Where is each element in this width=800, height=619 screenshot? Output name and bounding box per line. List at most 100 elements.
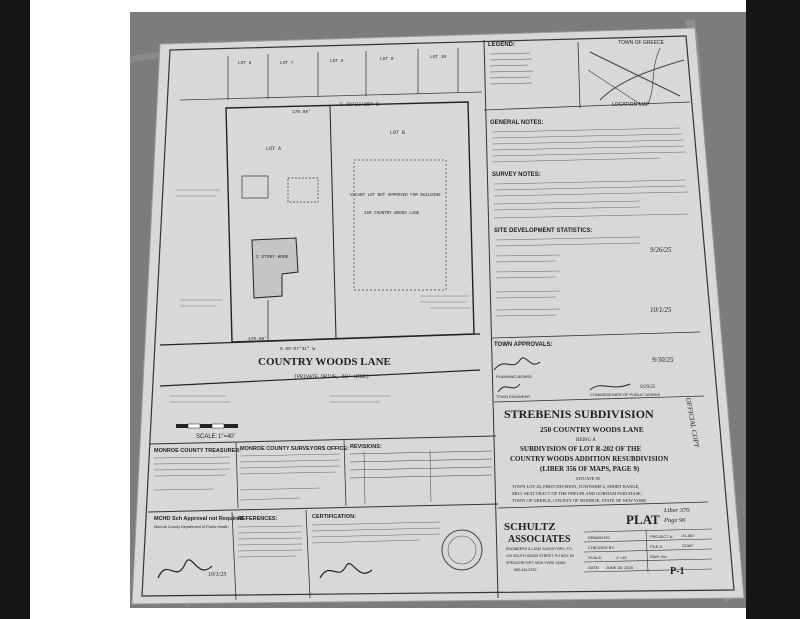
distance-top: 170.00' <box>292 109 311 115</box>
firm-phone: 585-349-3750 <box>514 568 536 572</box>
scale-info-value: 1"=40' <box>616 555 627 560</box>
location-line-2: MILL SEAT TRACT OF THE PHELPS AND GORHAM… <box>512 491 642 497</box>
firm-subtitle: ENGINEERS & LAND SURVEYORS, P.C. <box>506 547 573 551</box>
shed <box>241 175 269 199</box>
health-signature <box>157 559 213 579</box>
file-label: FILE #: <box>650 544 663 549</box>
lane-label: 250 COUNTRY WOODS LANE <box>364 212 420 216</box>
septic-area <box>287 177 319 203</box>
surveyors-office-text <box>239 453 341 501</box>
svg-text:LOT 9: LOT 9 <box>380 56 394 62</box>
project-label: PROJECT #: <box>650 534 673 539</box>
building-envelope <box>353 159 447 291</box>
scale-label: SCALE: <box>196 434 218 440</box>
revisions-table <box>349 449 493 505</box>
revisions-title: REVISIONS: <box>350 444 382 450</box>
adjoining-lots <box>179 48 483 101</box>
svg-text:LOT 10: LOT 10 <box>430 54 447 60</box>
firm-city: SPENCERPORT, NEW YORK 14559 <box>506 561 565 565</box>
town-approvals-title: TOWN APPROVALS: <box>494 342 553 348</box>
firm-name-1: SCHULTZ <box>504 521 556 533</box>
drawn-by-label: DRAWN BY: <box>588 535 610 540</box>
subdivision-address: 250 COUNTRY WOODS LANE <box>540 425 644 434</box>
surveyors-office-title: MONROE COUNTY SURVEYORS OFFICE: <box>240 446 349 452</box>
lot-division-line <box>329 105 337 339</box>
approval-date-2: 10/1/25 <box>650 306 672 314</box>
file-value: 21067 <box>682 543 694 548</box>
bearing-bottom: N 89°07'31" W <box>280 346 315 352</box>
location-map-label: LOCATION MAP <box>612 102 650 108</box>
project-value: 21-067 <box>682 533 695 538</box>
right-column: LEGEND: TOWN OF GREECE LOCATION MAP GENE… <box>483 39 713 599</box>
svg-text:LOT 7: LOT 7 <box>280 60 294 66</box>
subdivision-title: STREBENIS SUBDIVISION <box>504 407 654 421</box>
commissioner-label: COMMISSIONER OF PUBLIC WORKS <box>590 392 661 397</box>
scale-info-label: SCALE: <box>588 555 602 560</box>
location-line-3: TOWN OF GREECE, COUNTY OF MONROE, STATE … <box>512 498 647 504</box>
location-line-1: TOWN LOT 28, FIRST DIVISION, TOWNSHIP 2,… <box>512 484 639 490</box>
date-label: DATE: <box>588 565 599 570</box>
subtitle-line-1: SUBDIVISION OF LOT R-202 OF THE <box>520 445 641 453</box>
signature-engineer <box>497 383 521 393</box>
sheet-info-table <box>583 528 713 573</box>
location-map <box>587 47 685 105</box>
being-a-label: BEING A <box>576 438 596 443</box>
surveyor-signature <box>319 563 373 579</box>
surveyor-seal-inner <box>447 535 477 565</box>
legend-title: LEGEND: <box>488 42 515 48</box>
road-north-line <box>159 333 481 346</box>
health-subtitle: Monroe County Department of Public Healt… <box>154 525 229 529</box>
references-title: REFERENCES: <box>238 516 278 522</box>
lot-b-label: LOT B <box>390 130 405 136</box>
survey-notes-title: SURVEY NOTES: <box>492 172 541 178</box>
subtitle-line-2: COUNTRY WOODS ADDITION RESUBDIVISION <box>510 455 668 463</box>
signature-planning <box>493 357 541 371</box>
survey-notes-text <box>493 179 689 219</box>
approval-date-3: 9/30/25 <box>652 356 674 364</box>
signature-commissioner <box>589 383 631 391</box>
house-footprint <box>251 237 299 299</box>
treasurer-text <box>153 456 231 491</box>
distance-bottom: 170.00' <box>248 336 267 342</box>
survey-map: LOT 6 LOT 7 LOT 8 LOT 9 LOT 10 S 89°07'2… <box>159 48 483 440</box>
situate-label: SITUATE IN <box>576 476 601 481</box>
road-name: COUNTRY WOODS LANE <box>258 356 391 368</box>
house-label: 2 STORY HOME <box>256 254 289 260</box>
subtitle-line-3: (LIBER 356 OF MAPS, PAGE 9) <box>540 465 640 473</box>
certification-text <box>311 521 441 544</box>
treasurer-title: MONROE COUNTY TREASURER: <box>154 448 241 454</box>
health-date: 10/1/25 <box>208 572 226 578</box>
plat-sheet <box>131 27 745 605</box>
plat-label: PLAT <box>626 512 660 527</box>
general-notes-title: GENERAL NOTES: <box>490 120 544 126</box>
scale-bar <box>176 423 238 429</box>
page-note: Page 96 <box>663 517 686 524</box>
date-value: JUNE 26, 2025 <box>606 565 634 570</box>
site-stats-title: SITE DEVELOPMENT STATISTICS: <box>494 228 592 234</box>
right-dark-band <box>746 0 800 619</box>
left-dark-band <box>0 0 30 619</box>
bottom-panels: MONROE COUNTY TREASURER: MONROE COUNTY S… <box>147 435 499 601</box>
planning-board-label: PLANNING BOARD <box>496 374 532 379</box>
certification-title: CERTIFICATION: <box>312 514 356 520</box>
map-annotations <box>170 189 470 403</box>
checked-by-label: CHECKED BY: <box>588 545 615 550</box>
town-engineer-label: TOWN ENGINEER <box>496 394 530 399</box>
legend-entries <box>489 52 535 85</box>
sheet-number: P-1 <box>670 566 684 577</box>
dwg-label: DWG No.: <box>650 554 668 559</box>
references-text <box>237 525 303 558</box>
liber-note: Liber 370 <box>663 507 690 514</box>
approval-date-4: 9/29/25 <box>640 385 656 390</box>
adjoining-lot-labels: LOT 6 LOT 7 LOT 8 LOT 9 LOT 10 <box>238 54 447 66</box>
svg-text:LOT 6: LOT 6 <box>238 60 252 66</box>
town-of-greece-label: TOWN OF GREECE <box>618 40 665 46</box>
scale-value: 1"=40' <box>218 434 235 440</box>
general-notes-text <box>491 127 687 163</box>
building-note: VACANT LOT NOT APPROVED FOR BUILDING <box>350 194 441 198</box>
site-stats-text <box>495 236 641 317</box>
firm-name-2: ASSOCIATES <box>508 534 571 545</box>
surveyor-seal <box>441 529 483 571</box>
approval-date-1: 9/26/25 <box>650 246 672 254</box>
